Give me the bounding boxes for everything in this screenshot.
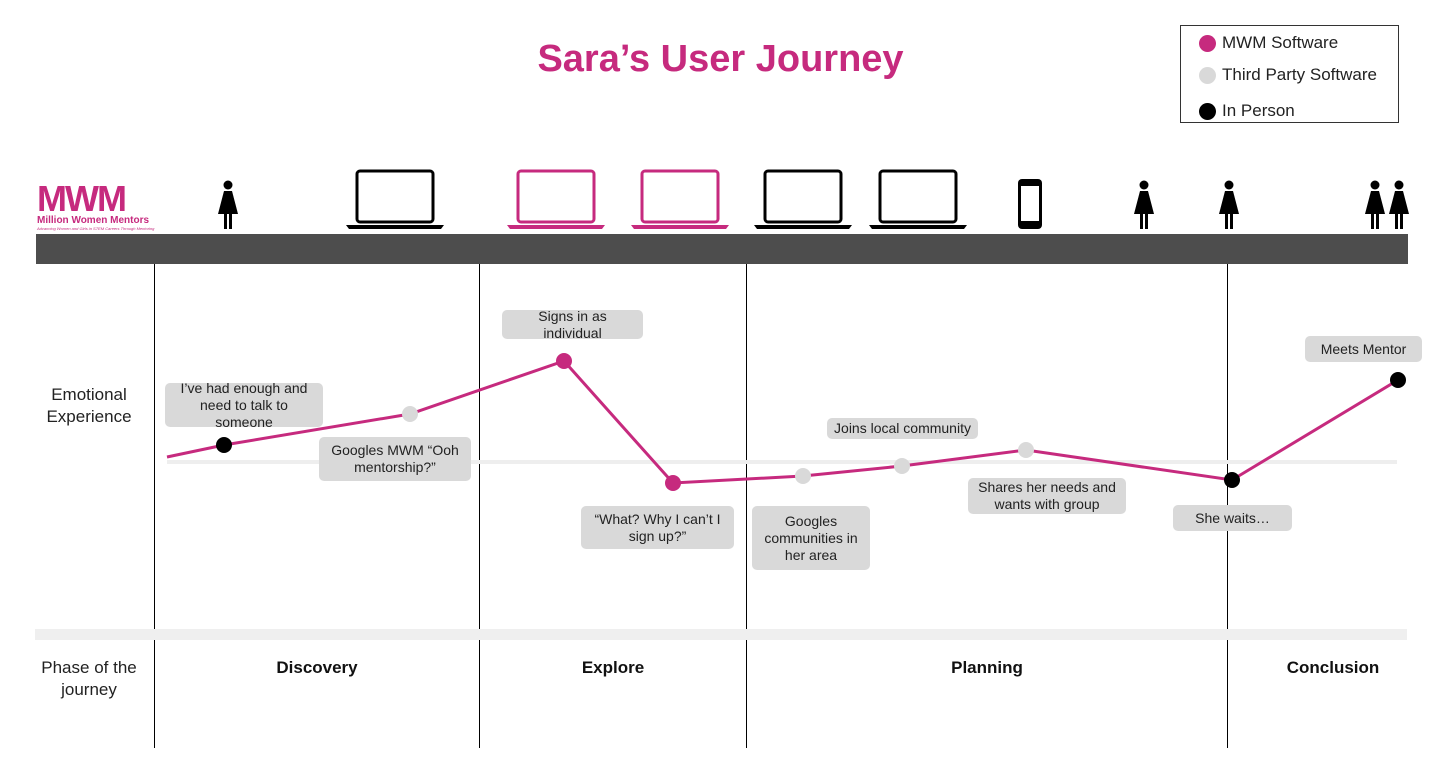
phase-divider	[746, 640, 747, 748]
phase-discovery: Discovery	[276, 658, 358, 677]
step-note: “What? Why I can’t I sign up?”	[581, 506, 734, 549]
step-note: She waits…	[1173, 505, 1292, 531]
step-note: Signs in as individual	[502, 308, 643, 341]
legend-label: Third Party Software	[1222, 65, 1377, 84]
step-marker	[1018, 442, 1034, 458]
emotional-experience-label: Emotional Experience	[46, 385, 132, 426]
phase-explore: Explore	[581, 658, 645, 677]
step-note: I’ve had enough and need to talk to some…	[165, 380, 323, 430]
legend-label: In Person	[1222, 101, 1295, 120]
step-marker	[216, 437, 232, 453]
legend-item-in-person: In Person	[1199, 101, 1295, 121]
woman-icon	[218, 180, 238, 229]
phase-band	[35, 629, 1407, 640]
phase-row-label: Phase of the journey	[41, 658, 137, 699]
step-note: Meets Mentor	[1305, 336, 1422, 362]
logo-name: Million Women Mentors	[37, 215, 150, 226]
legend-item-mwm: MWM Software	[1199, 33, 1338, 53]
step-note: Joins local community	[827, 418, 978, 439]
phase-conclusion: Conclusion	[1286, 658, 1380, 677]
woman-icon	[1219, 180, 1239, 229]
laptop-icon	[869, 169, 967, 229]
phase-divider	[479, 264, 480, 629]
legend-label: MWM Software	[1222, 33, 1339, 52]
phase-divider	[154, 640, 155, 748]
laptop-icon	[631, 169, 729, 229]
legend-swatch	[1199, 102, 1216, 120]
phase-divider	[479, 640, 480, 748]
step-marker	[665, 475, 681, 491]
step-marker	[556, 353, 572, 369]
logo-tagline: Advancing Women and Girls in STEM Career…	[37, 226, 155, 231]
touchpoint-bar	[36, 234, 1408, 264]
legend: MWM Software Third Party Software In Per…	[1180, 25, 1399, 123]
mwm-logo: MWM Million Women Mentors Advancing Wome…	[37, 178, 157, 233]
step-note: Googles communities in her area	[752, 506, 870, 570]
phase-divider	[154, 264, 155, 629]
step-marker	[795, 468, 811, 484]
laptop-icon	[507, 169, 605, 229]
step-marker	[1224, 472, 1240, 488]
legend-swatch	[1199, 66, 1216, 84]
step-marker	[402, 406, 418, 422]
page-title: Sara’s User Journey	[537, 38, 904, 80]
emotion-line	[166, 359, 1399, 485]
two-women-icon	[1365, 180, 1409, 229]
step-marker	[1390, 372, 1406, 388]
woman-icon	[1134, 180, 1154, 229]
step-marker	[894, 458, 910, 474]
phone-icon	[1018, 179, 1042, 229]
phase-divider	[1227, 640, 1228, 748]
phase-planning: Planning	[951, 658, 1023, 677]
phase-divider	[746, 264, 747, 629]
step-note: Shares her needs and wants with group	[968, 478, 1126, 514]
logo-mark: MWM	[37, 178, 127, 219]
step-note: Googles MWM “Ooh mentorship?”	[319, 437, 471, 481]
laptop-icon	[754, 169, 852, 229]
legend-item-third-party: Third Party Software	[1199, 65, 1377, 85]
phase-divider	[1227, 264, 1228, 629]
legend-swatch	[1199, 34, 1216, 52]
laptop-icon	[346, 169, 444, 229]
